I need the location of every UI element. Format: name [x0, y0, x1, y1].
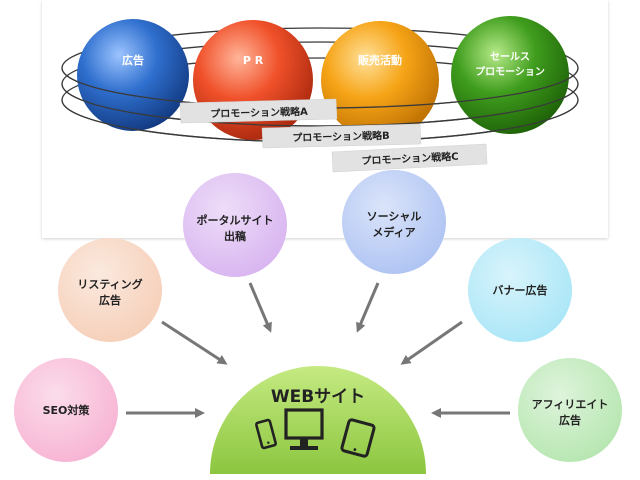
smartphone-icon [255, 418, 277, 450]
strategy-tag-c: プロモーション戦略C [331, 143, 488, 173]
channel-label-line: アフィリエイト [532, 398, 609, 411]
arrow [356, 282, 380, 333]
channel-label-line: バナー広告 [493, 283, 548, 297]
sphere-label: 広告 [122, 53, 144, 67]
channel-label-line: 広告 [559, 413, 581, 427]
arrow [161, 320, 228, 365]
sphere-label-line: セールス [490, 51, 530, 63]
channel-label-line: ポータルサイト [197, 213, 274, 227]
channel-seo: SEO対策 [14, 358, 118, 462]
channel-label-line: メディア [372, 225, 415, 239]
tablet-icon [340, 418, 376, 458]
strategy-label: プロモーション戦略A [210, 105, 308, 120]
arrow [248, 282, 272, 333]
sphere-label-line: プロモーション [475, 65, 545, 78]
strategy-tag-a: プロモーション戦略A [179, 98, 338, 124]
web-site-label: WEBサイト [271, 387, 365, 407]
channel-label-line: SEO対策 [43, 403, 91, 417]
web-site-node: WEBサイト [210, 366, 426, 474]
sphere-ad: 広告 [77, 19, 189, 131]
strategy-label: プロモーション戦略B [292, 129, 390, 144]
channel-label-line: リスティング [77, 277, 142, 291]
arrows [126, 282, 510, 418]
monitor-icon [284, 408, 324, 450]
channel-banner: バナー広告 [468, 238, 572, 342]
sphere-label: 販売活動 [358, 53, 402, 67]
channel-affiliate: アフィリエイト 広告 [518, 358, 622, 462]
channel-portal: ポータルサイト 出稿 [183, 173, 287, 277]
channel-social: ソーシャル メディア [342, 170, 446, 274]
channel-label-line: 広告 [99, 293, 121, 307]
channel-label-line: 出稿 [224, 229, 246, 243]
strategy-tag-b: プロモーション戦略B [261, 123, 422, 149]
channel-listing: リスティング 広告 [58, 238, 162, 342]
sphere-label: P R [243, 54, 264, 67]
channel-label-line: ソーシャル [367, 210, 422, 223]
sphere-sales-promotion: セールス プロモーション [451, 16, 569, 134]
arrow [400, 320, 463, 365]
sphere-sales: 販売活動 [321, 21, 439, 139]
